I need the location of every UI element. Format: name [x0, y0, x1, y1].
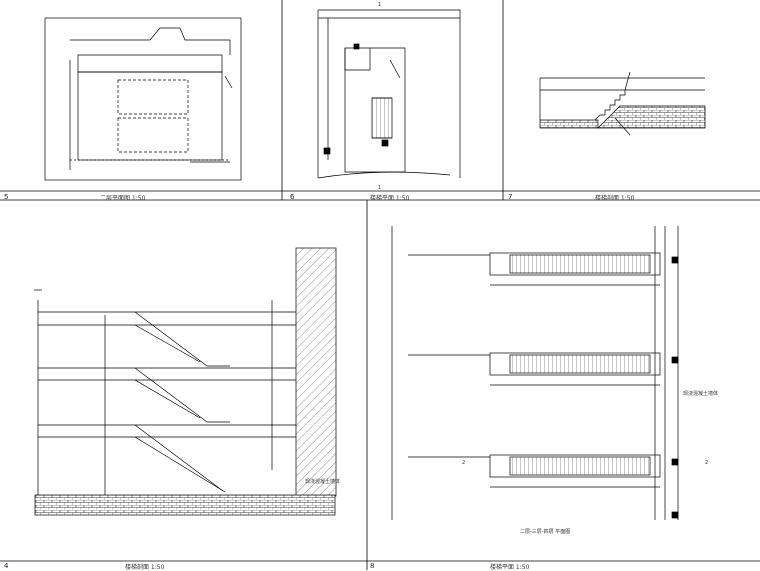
- plan-label: 二层-三层-四层 平面图: [520, 529, 571, 535]
- panel-number: 5: [4, 193, 9, 201]
- panel-title: 楼梯平面 1:50: [490, 564, 530, 571]
- panel-title: 楼梯平面 1:50: [370, 195, 410, 202]
- panel-title: 楼梯剖面 1:50: [595, 195, 635, 202]
- section-mark: 2: [462, 460, 466, 466]
- panel-title: 二层平面图 1:50: [100, 195, 146, 202]
- wall-note-section: 现浇混凝土墙体: [305, 479, 341, 485]
- panel-5-plan-drawing: [44, 17, 242, 181]
- section-mark: 1: [378, 185, 382, 191]
- panel-6-stair-plan-drawing: [317, 9, 461, 179]
- panel-8-plan-drawing: [391, 226, 679, 520]
- panel-title: 楼梯剖面 1:50: [125, 564, 165, 571]
- panel-number: 8: [370, 562, 375, 570]
- wall-note: 现浇混凝土墙体: [683, 391, 719, 397]
- section-mark: 1: [378, 2, 382, 8]
- section-mark: 2: [705, 460, 709, 466]
- panel-number: 7: [508, 193, 513, 201]
- panel-7-section-drawing: [539, 71, 706, 136]
- panel-number: 6: [290, 193, 295, 201]
- panel-number: 4: [4, 562, 9, 570]
- panel-4-section-drawing: [34, 247, 337, 516]
